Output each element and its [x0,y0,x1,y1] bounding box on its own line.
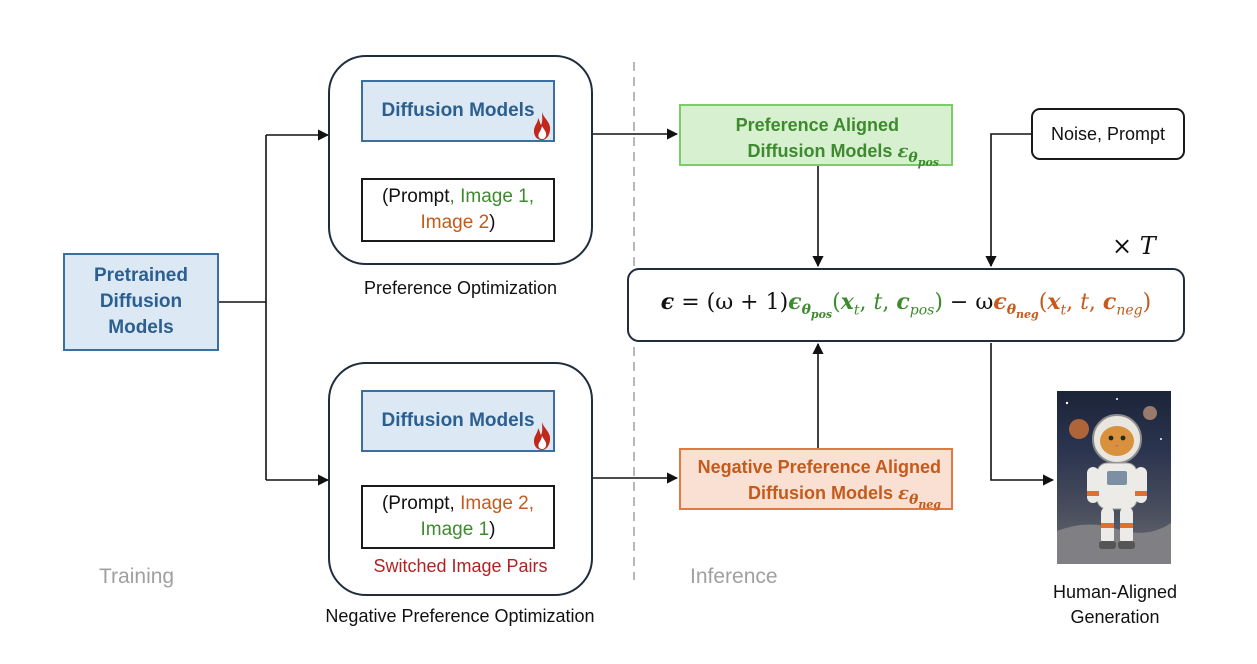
output-caption-line-1: Human-Aligned [1052,582,1178,602]
pos-model-line-2: Diffusion Models εθpos [681,138,939,175]
guidance-formula-box: ϵ = (ω + 1)ϵθpos(xt, t, cpos) − ωϵθneg(x… [627,268,1185,342]
guidance-formula: ϵ = (ω + 1)ϵθpos(xt, t, cpos) − ωϵθneg(x… [660,288,1152,322]
inference-label: Inference [690,565,778,588]
neg-model-label: Diffusion Models [748,483,893,503]
bottom-input-box: (Prompt, Image 2, Image 1) [361,485,555,549]
bottom-input-line-2: Image 1) [421,517,496,543]
negative-preference-aligned-model-box: Negative Preference Aligned Diffusion Mo… [679,448,953,510]
fire-icon [533,112,551,140]
pos-model-line-1: Preference Aligned [735,115,899,135]
top-input-line-1: (Prompt, Image 1, [382,184,534,210]
preference-optimization-caption: Preference Optimization [363,278,558,298]
negative-preference-optimization-caption: Negative Preference Optimization [325,606,595,626]
switched-image-pairs-label: Switched Image Pairs [373,556,548,576]
image-1-text: Image 1 [420,519,490,540]
epsilon-theta-neg-symbol: εθneg [898,483,941,511]
preference-aligned-model-box: Preference Aligned Diffusion Models εθpo… [679,104,953,168]
top-diffusion-models-box: Diffusion Models [361,80,555,142]
prompt-text: (Prompt [381,186,450,207]
top-input-box: (Prompt, Image 1, Image 2) [361,178,555,242]
pretrained-line-2: Diffusion [99,291,183,312]
neg-model-line-2: Diffusion Models εθneg [681,480,941,517]
close-paren: ) [489,212,496,233]
neg-model-line-1: Negative Preference Aligned [697,457,941,477]
bottom-input-line-1: (Prompt, Image 2, [382,491,534,517]
epsilon-theta-pos-symbol: εθpos [897,141,939,169]
pretrained-line-1: Pretrained [94,265,188,286]
image-1-text: , Image 1, [449,186,535,207]
noise-prompt-box: Noise, Prompt [1031,108,1185,160]
top-input-line-2: Image 2) [421,210,496,236]
close-paren: ) [489,519,496,540]
fire-icon [533,422,551,450]
noise-prompt-label: Noise, Prompt [1050,124,1166,144]
prompt-text: (Prompt, [381,493,461,514]
times-T-label: × T [1112,232,1156,260]
image-2-text: Image 2 [420,212,490,233]
pos-model-label: Diffusion Models [747,141,893,161]
top-diffusion-models-label: Diffusion Models [381,100,535,121]
astronaut-cat-image [1057,391,1171,564]
edge-formula-to-output [990,343,1055,486]
bottom-diffusion-models-label: Diffusion Models [381,410,535,431]
pretrained-line-3: Models [108,317,174,338]
output-caption-line-2: Generation [1070,607,1160,627]
output-caption: Human-Aligned Generation [1030,580,1200,630]
training-label: Training [99,565,175,588]
pretrained-diffusion-models-box: Pretrained Diffusion Models [63,253,219,351]
astronaut-cat-illustration [1057,398,1171,564]
edge-noise-to-formula [985,133,1031,268]
bottom-diffusion-models-box: Diffusion Models [361,390,555,452]
image-2-text: Image 2, [460,493,535,514]
